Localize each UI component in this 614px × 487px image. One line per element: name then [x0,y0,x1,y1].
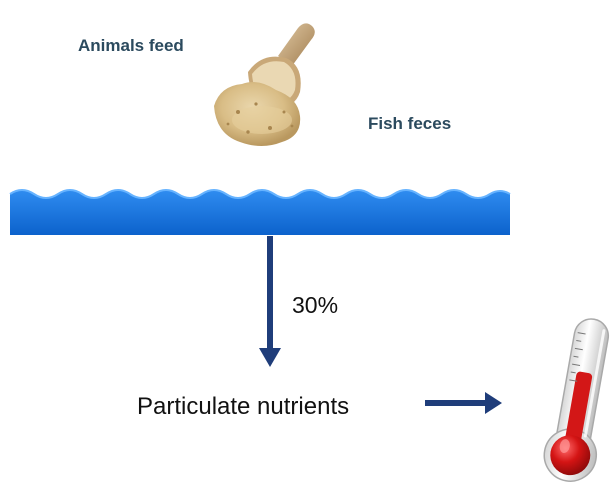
nutrients-label: Particulate nutrients [137,393,349,421]
feed-label: Animals feed [78,36,184,56]
thermometer-icon [540,315,614,486]
down-arrow-icon [259,236,281,367]
right-arrow-icon [425,392,502,414]
percent-label: 30% [292,292,338,319]
water-surface [10,190,510,235]
feces-label: Fish feces [368,114,451,134]
feed-scoop-icon [214,23,315,146]
